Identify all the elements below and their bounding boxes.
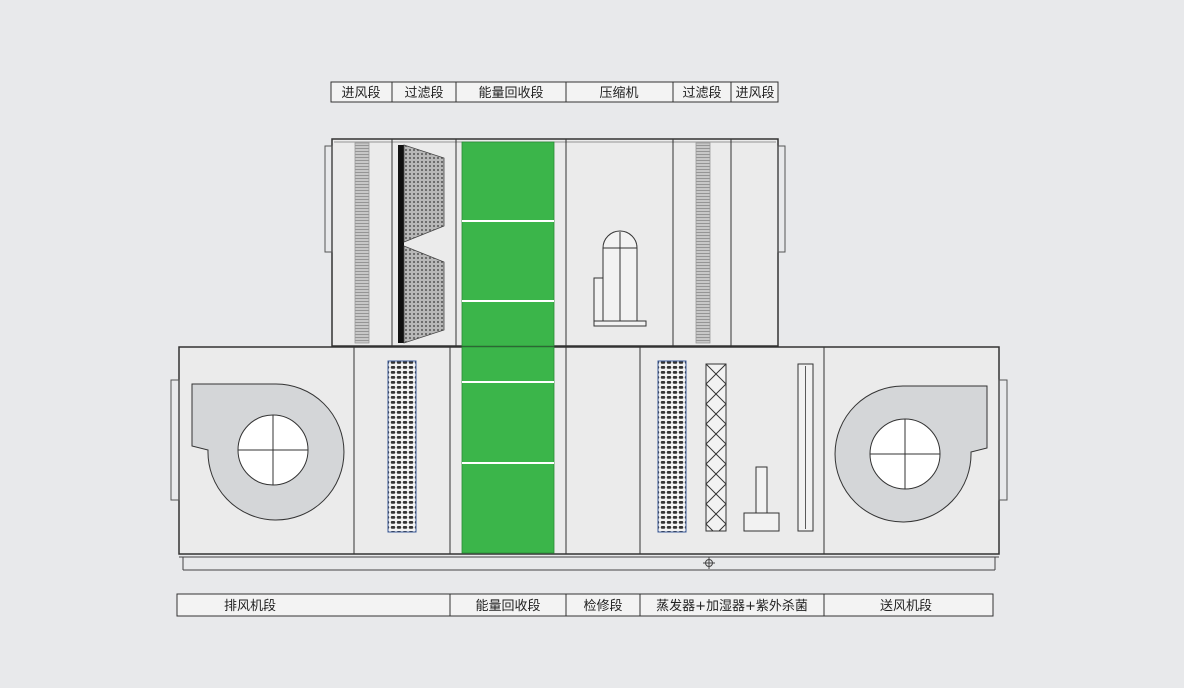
bag-filter <box>398 144 445 344</box>
top-label-dividers <box>391 82 732 102</box>
exhaust-fan-icon <box>191 383 345 521</box>
label-service-section: 检修段 <box>583 599 622 614</box>
coil-left <box>387 360 417 533</box>
label-inlet-section-right: 进风段 <box>735 86 774 101</box>
bottom-label-frame <box>176 593 994 617</box>
evaporator-coil <box>657 360 687 533</box>
humidifier-icon <box>705 363 727 532</box>
upper-unit <box>324 138 786 347</box>
label-evaporator-humidifier-uv: 蒸发器+加湿器+紫外杀菌 <box>656 598 808 614</box>
label-compressor: 压缩机 <box>599 85 638 101</box>
base-frame <box>179 556 999 571</box>
filter-plate <box>797 363 814 532</box>
bottom-label-bar: 排风机段 能量回收段 检修段 蒸发器+加湿器+紫外杀菌 送风机段 <box>176 593 994 617</box>
label-supply-fan-section: 送风机段 <box>880 599 932 614</box>
label-filter-section-right: 过滤段 <box>682 86 721 101</box>
label-exhaust-fan-section: 排风机段 <box>224 599 276 614</box>
inlet-damper-left <box>354 142 370 344</box>
inlet-damper-right <box>695 142 711 344</box>
heat-recovery-wheel-bottom <box>461 346 555 554</box>
top-label-bar: 进风段 过滤段 能量回收段 压缩机 过滤段 进风段 <box>330 81 779 103</box>
upper-left-flange <box>324 145 333 253</box>
label-energy-recovery-top: 能量回收段 <box>478 86 543 101</box>
bottom-label-dividers <box>449 594 825 616</box>
lower-right-flange <box>998 379 1008 501</box>
label-inlet-section-left: 进风段 <box>341 86 380 101</box>
heat-recovery-wheel-top <box>461 141 555 347</box>
label-filter-section-left: 过滤段 <box>404 86 443 101</box>
label-energy-recovery-bottom: 能量回收段 <box>475 599 540 614</box>
compressor-icon <box>593 230 647 327</box>
upper-right-flange <box>777 145 786 253</box>
top-label-frame <box>330 81 779 103</box>
uv-sterilizer-icon <box>743 466 780 532</box>
lower-unit <box>170 346 1008 571</box>
lower-left-flange <box>170 379 180 501</box>
supply-fan-icon <box>834 385 988 523</box>
